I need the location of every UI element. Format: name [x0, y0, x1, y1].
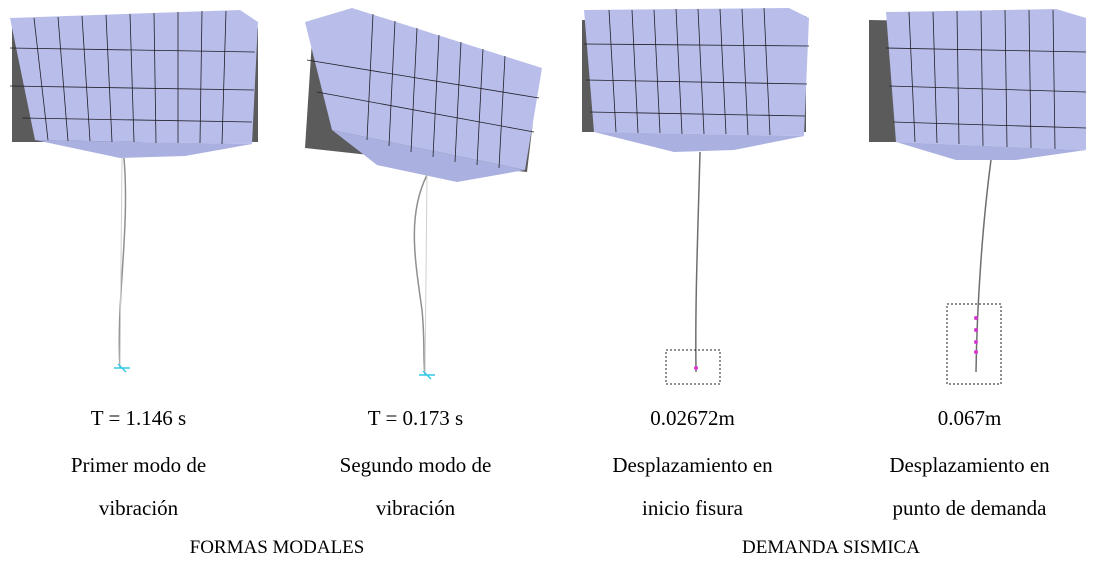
tank-structure-drawing-3 — [582, 7, 810, 385]
group-label-demanda-sismica: DEMANDA SISMICA — [742, 537, 920, 558]
panel-inicio-fisura — [554, 0, 831, 395]
panel-primer-modo — [0, 0, 277, 395]
panel-1-value: T = 1.146 s — [90, 406, 187, 430]
panel-3-desc-line2: inicio fisura — [642, 496, 743, 520]
panel-3-value: 0.02672m — [650, 406, 735, 430]
panel-4-desc-line2: punto de demanda — [892, 496, 1047, 520]
panel-2-desc-line1: Segundo modo de — [339, 453, 492, 477]
group-label-formas-modales: FORMAS MODALES — [189, 537, 365, 558]
panel-4-desc-line1: Desplazamiento en — [889, 453, 1050, 477]
panel-segundo-modo — [277, 0, 554, 395]
panel-4-value: 0.067m — [937, 406, 1002, 430]
tank-structure-drawing-4 — [869, 9, 1087, 385]
panel-3-desc-line1: Desplazamiento en — [612, 453, 773, 477]
panel-2-value: T = 0.173 s — [367, 406, 464, 430]
tank-structure-drawing-1 — [9, 10, 258, 373]
panel-1-desc-line2: vibración — [98, 496, 179, 520]
panel-punto-demanda — [831, 0, 1108, 395]
panel-1-desc-line1: Primer modo de — [70, 453, 207, 477]
panel-2-desc-line2: vibración — [375, 496, 456, 520]
tank-structure-drawing-2 — [305, 8, 542, 380]
